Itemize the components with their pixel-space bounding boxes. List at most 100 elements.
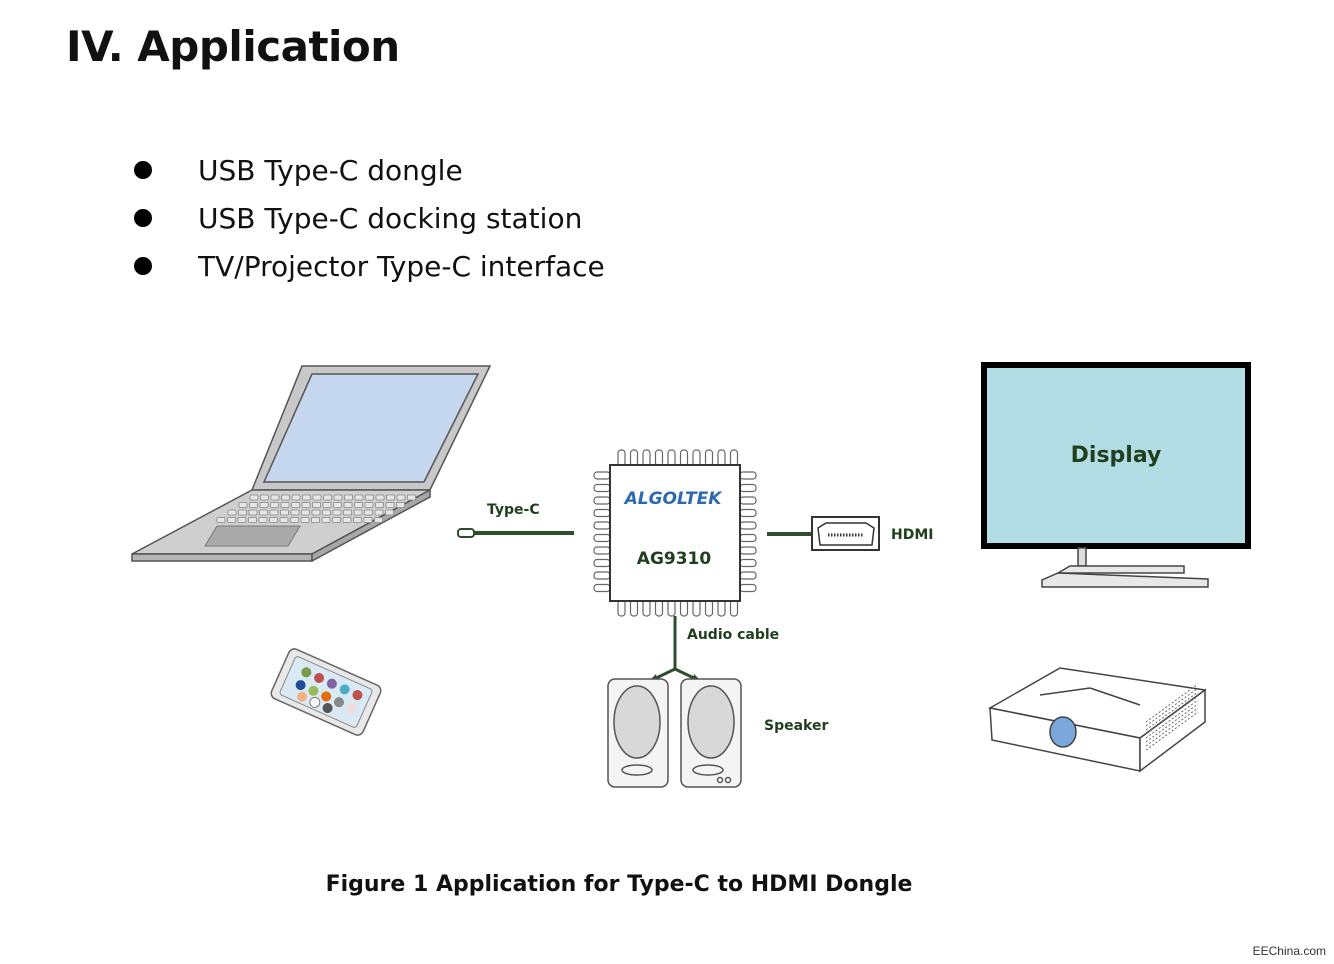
list-item: USB Type-C docking station: [130, 194, 605, 242]
decor-shape: [629, 599, 639, 617]
decor-shape: [1145, 699, 1199, 739]
list-item-text: TV/Projector Type-C interface: [198, 249, 605, 283]
decor-shape: [739, 558, 757, 568]
decor-shape: [269, 517, 278, 523]
bullet-icon: [134, 257, 152, 275]
list-item: USB Type-C dongle: [130, 146, 605, 194]
speaker-label: Speaker: [764, 718, 828, 734]
decor-shape: [258, 517, 268, 523]
decor-shape: [654, 449, 664, 467]
application-list: USB Type-C dongle USB Type-C docking sta…: [130, 146, 605, 290]
display-label: Display: [1071, 443, 1162, 468]
watermark: EEChina.com: [1252, 944, 1326, 958]
decor-shape: [593, 471, 611, 480]
decor-shape: [301, 502, 311, 508]
decor-shape: [1145, 691, 1199, 731]
bullet-icon: [134, 161, 152, 179]
decor-shape: [739, 521, 757, 530]
figure-caption: Figure 1 Application for Type-C to HDMI …: [325, 872, 913, 897]
decor-shape: [291, 502, 300, 508]
decor-shape: [238, 509, 247, 516]
decor-shape: [343, 502, 353, 508]
decor-shape: [593, 508, 611, 518]
list-item-text: USB Type-C dongle: [198, 153, 463, 187]
decor-shape: [353, 509, 363, 516]
speaker-icon: [607, 678, 742, 788]
decor-shape: [1145, 695, 1199, 735]
audio-cable-label: Audio cable: [687, 627, 779, 643]
decor-shape: [1145, 707, 1199, 747]
decor-shape: [291, 494, 301, 501]
decor-shape: [385, 502, 395, 508]
decor-shape: [333, 494, 343, 501]
decor-shape: [593, 521, 611, 530]
decor-shape: [593, 571, 611, 580]
decor-shape: [593, 496, 611, 505]
decor-shape: [667, 449, 676, 467]
decor-shape: [342, 517, 352, 523]
decor-shape: [374, 517, 383, 523]
decor-shape: [311, 517, 320, 523]
decor-shape: [312, 502, 321, 508]
chip-brand-logo: ALGOLTEK: [623, 489, 724, 509]
decor-shape: [260, 494, 269, 501]
decor-shape: [593, 558, 611, 568]
decor-shape: [300, 517, 310, 523]
decor-shape: [290, 517, 299, 523]
section-heading: IV. Application: [66, 22, 400, 71]
decor-shape: [739, 571, 757, 580]
display-monitor-icon: [981, 362, 1251, 588]
typec-cable-icon: [457, 528, 574, 538]
decor-shape: [248, 509, 258, 516]
decor-shape: [332, 509, 342, 516]
decor-shape: [374, 509, 384, 516]
decor-shape: [1145, 683, 1199, 723]
decor-shape: [259, 509, 268, 516]
decor-shape: [375, 494, 385, 501]
decor-shape: [290, 509, 300, 516]
decor-shape: [344, 494, 353, 501]
decor-shape: [654, 599, 664, 617]
decor-shape: [248, 517, 257, 523]
typec-label: Type-C: [487, 502, 540, 518]
decor-shape: [270, 494, 280, 501]
decor-shape: [249, 494, 259, 501]
decor-shape: [312, 494, 322, 501]
decor-shape: [321, 517, 331, 523]
decor-shape: [375, 502, 384, 508]
decor-shape: [216, 517, 226, 523]
decor-shape: [739, 496, 757, 505]
decor-shape: [593, 546, 611, 555]
decor-shape: [593, 483, 611, 493]
decor-shape: [301, 509, 310, 516]
decor-shape: [739, 471, 757, 480]
decor-shape: [259, 502, 269, 508]
decor-shape: [1145, 711, 1199, 751]
decor-shape: [281, 494, 290, 501]
decor-shape: [386, 494, 395, 501]
decor-shape: [280, 502, 290, 508]
decor-shape: [679, 599, 689, 617]
decor-shape: [364, 502, 374, 508]
decor-shape: [396, 502, 405, 508]
decor-shape: [593, 583, 611, 593]
decor-shape: [227, 517, 236, 523]
decor-shape: [227, 509, 237, 516]
projector-icon: [987, 667, 1207, 773]
decor-shape: [353, 517, 362, 523]
remote-control-icon: [270, 648, 382, 736]
decor-shape: [396, 494, 406, 501]
decor-shape: [322, 502, 332, 508]
decor-shape: [717, 449, 726, 467]
decor-shape: [617, 599, 626, 617]
decor-shape: [739, 533, 757, 543]
decor-shape: [739, 546, 757, 555]
decor-shape: [593, 533, 611, 543]
decor-shape: [629, 449, 639, 467]
laptop-icon: [131, 365, 492, 563]
decor-shape: [717, 599, 726, 617]
decor-shape: [679, 449, 689, 467]
decor-shape: [363, 517, 373, 523]
decor-shape: [667, 599, 676, 617]
